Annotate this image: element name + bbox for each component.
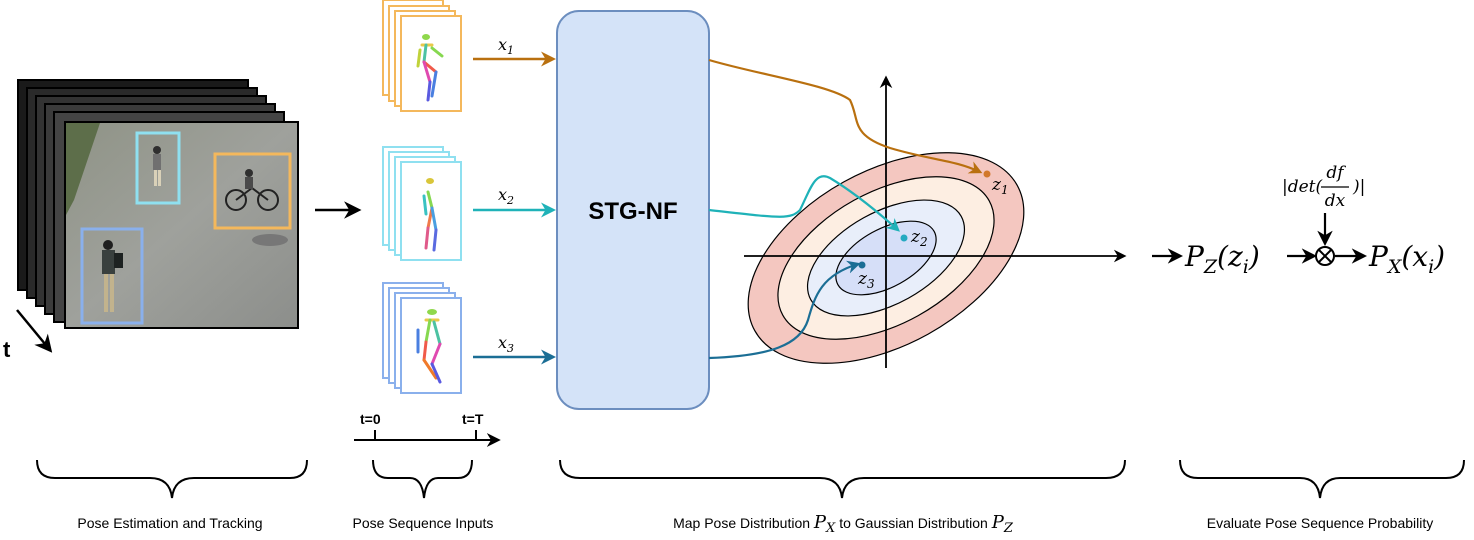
mapping-curve-3 [708, 260, 861, 360]
gaussian-contours [747, 152, 1025, 364]
grass-patch [66, 123, 100, 215]
person-walking-icon [153, 146, 161, 186]
stage-label-pose-inputs: Pose Sequence Inputs [353, 515, 494, 531]
stage-label-map-distribution: Map Pose Distribution PX to Gaussian Dis… [673, 512, 1014, 536]
brace-pose-estimation [36, 459, 308, 499]
brace-pose-inputs [372, 459, 473, 499]
sequence-time-axis: t=0 t=T [354, 411, 501, 447]
pose-sequence-2 [382, 146, 462, 261]
time-end-label: t=T [462, 411, 484, 427]
person-backpack-icon [102, 240, 123, 312]
brace-map-distribution [559, 459, 1126, 499]
input-label-1: x1 [498, 35, 514, 57]
model-name: STG-NF [588, 198, 677, 225]
latent-point-2 [900, 234, 908, 242]
pose-sequence-1 [382, 0, 462, 112]
jacobian-denominator: dx [1325, 191, 1346, 211]
skeleton-icon [422, 178, 438, 252]
video-frame [64, 121, 299, 329]
manhole [252, 234, 288, 246]
latent-point-3 [858, 261, 866, 269]
video-frame-stack [17, 79, 299, 329]
time-start-label: t=0 [360, 411, 381, 427]
cyclist-icon [225, 169, 279, 211]
latent-label-3: z3 [857, 269, 875, 291]
px-term: PX(xi) [1368, 240, 1445, 278]
tracking-box-cyan [135, 131, 181, 205]
pz-term: PZ(zi) [1184, 240, 1260, 278]
latent-point-1 [983, 170, 991, 178]
pose-sequence-3 [382, 282, 462, 394]
jacobian-term: |det( df dx )| [1282, 163, 1365, 211]
tracking-box-orange [213, 152, 292, 230]
mapping-curve-1 [708, 58, 983, 174]
stage-label-pose-estimation: Pose Estimation and Tracking [77, 515, 262, 531]
mapping-curve-2 [708, 175, 900, 232]
skeleton-icon [416, 309, 442, 384]
jacobian-numerator: df [1326, 163, 1346, 183]
input-label-3: x3 [498, 333, 514, 355]
time-label: t [3, 337, 11, 362]
tracking-box-blue [80, 227, 144, 325]
jacobian-right: )| [1352, 177, 1365, 197]
multiply-operator-icon [1315, 246, 1335, 266]
latent-label-1: z1 [991, 175, 1009, 197]
jacobian-left: |det( [1282, 177, 1323, 197]
latent-label-2: z2 [910, 227, 928, 249]
brace-evaluate [1179, 459, 1465, 499]
time-arrow [16, 309, 53, 353]
input-label-2: x2 [498, 185, 514, 207]
stage-label-evaluate: Evaluate Pose Sequence Probability [1207, 515, 1433, 531]
skeleton-icon [416, 34, 444, 102]
